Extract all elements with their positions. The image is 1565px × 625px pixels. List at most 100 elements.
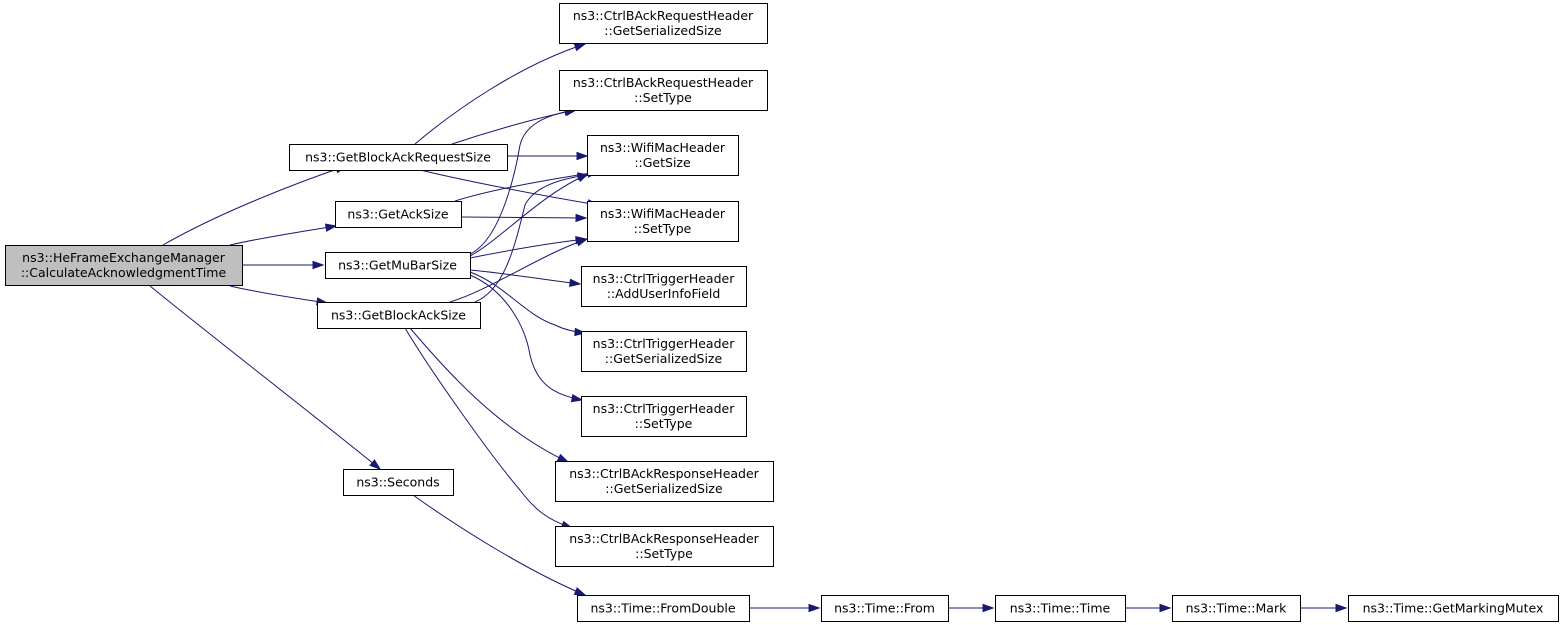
edge-line xyxy=(469,173,589,257)
node-getAckSize[interactable]: ns3::GetAckSize xyxy=(335,201,462,228)
node-box[interactable] xyxy=(587,201,739,242)
edge-getBlockAckSize-to-wifiGetSize xyxy=(474,172,590,303)
node-label: ns3::Time::From xyxy=(834,601,935,616)
node-label: ns3::Time::Mark xyxy=(1186,601,1287,616)
node-box[interactable] xyxy=(581,266,747,307)
node-label: ns3::Time::FromDouble xyxy=(590,601,735,616)
node-getMarkingMutex[interactable]: ns3::Time::GetMarkingMutex xyxy=(1348,595,1559,622)
node-label: ns3::Time::Time xyxy=(1010,601,1111,616)
edge-getMuBarSize-to-trigGetSerializedSize xyxy=(469,271,587,337)
arrowhead-icon xyxy=(569,278,582,287)
edge-getBlockAckRequestSize-to-wifiGetSize xyxy=(507,151,589,161)
node-label: ns3::WifiMacHeader xyxy=(600,206,726,221)
node-root[interactable]: ns3::HeFrameExchangeManager::CalculateAc… xyxy=(5,245,243,286)
node-label: ns3::GetMuBarSize xyxy=(338,258,457,273)
edge-getBlockAckSize-to-baGetSerializedSize xyxy=(409,327,570,463)
edge-getBlockAckSize-to-wifiSetType xyxy=(449,238,589,303)
edge-getMuBarSize-to-wifiGetSize xyxy=(469,173,590,257)
arrowhead-icon xyxy=(573,43,587,52)
node-label: ns3::CtrlBAckResponseHeader xyxy=(569,531,759,546)
arrowhead-icon xyxy=(556,453,570,463)
node-box[interactable] xyxy=(555,526,774,567)
node-trigSetType[interactable]: ns3::CtrlTriggerHeader::SetType xyxy=(581,396,747,437)
edge-line xyxy=(149,285,381,470)
node-box[interactable] xyxy=(289,144,508,171)
arrowhead-icon xyxy=(369,459,382,470)
edge-time-to-mark xyxy=(1125,603,1172,613)
edge-line xyxy=(469,109,576,255)
node-time[interactable]: ns3::Time::Time xyxy=(995,595,1126,622)
node-box[interactable] xyxy=(335,201,462,228)
arrowhead-icon xyxy=(570,393,584,403)
node-label: ns3::GetBlockAckRequestSize xyxy=(305,150,491,165)
node-box[interactable] xyxy=(581,331,747,372)
arrowhead-icon xyxy=(312,260,325,270)
node-baGetSerializedSize[interactable]: ns3::CtrlBAckResponseHeader::GetSerializ… xyxy=(555,461,774,502)
node-label: ns3::CtrlBAckRequestHeader xyxy=(573,75,754,90)
arrowhead-icon xyxy=(324,223,338,232)
arrowhead-icon xyxy=(576,151,589,161)
node-box[interactable] xyxy=(821,595,949,622)
node-box[interactable] xyxy=(555,461,774,502)
edge-line xyxy=(449,238,588,303)
node-box[interactable] xyxy=(317,302,481,329)
nodes-layer: ns3::HeFrameExchangeManager::CalculateAc… xyxy=(5,3,1559,622)
edge-root-to-getMuBarSize xyxy=(242,260,325,270)
arrowhead-icon xyxy=(577,172,590,181)
arrowhead-icon xyxy=(574,327,587,337)
node-getBlockAckSize[interactable]: ns3::GetBlockAckSize xyxy=(317,302,481,329)
edge-getMuBarSize-to-trigAddUserInfoField xyxy=(469,269,582,287)
edge-root-to-getAckSize xyxy=(229,223,338,246)
node-baSetType[interactable]: ns3::CtrlBAckResponseHeader::SetType xyxy=(555,526,774,567)
node-from[interactable]: ns3::Time::From xyxy=(821,595,949,622)
arrowhead-icon xyxy=(575,213,588,223)
edge-line xyxy=(469,274,583,401)
node-box[interactable] xyxy=(581,396,747,437)
node-wifiSetType[interactable]: ns3::WifiMacHeader::SetType xyxy=(587,201,739,242)
node-label: ::GetSize xyxy=(634,155,691,170)
node-label: ns3::CtrlBAckResponseHeader xyxy=(569,466,759,481)
edge-seconds-to-fromDouble xyxy=(412,494,587,596)
node-label: ::SetType xyxy=(634,90,692,105)
arrowhead-icon xyxy=(1159,603,1172,613)
arrowhead-icon xyxy=(982,603,995,613)
node-barSetType[interactable]: ns3::CtrlBAckRequestHeader::SetType xyxy=(559,70,768,111)
node-label: ns3::Time::GetMarkingMutex xyxy=(1363,601,1544,616)
node-barGetSerializedSize[interactable]: ns3::CtrlBAckRequestHeader::GetSerialize… xyxy=(559,3,768,44)
node-box[interactable] xyxy=(1348,595,1559,622)
edge-line xyxy=(162,165,347,246)
node-box[interactable] xyxy=(995,595,1126,622)
node-fromDouble[interactable]: ns3::Time::FromDouble xyxy=(577,595,750,622)
node-box[interactable] xyxy=(5,245,243,286)
node-seconds[interactable]: ns3::Seconds xyxy=(343,469,454,496)
edge-line xyxy=(229,285,328,304)
node-trigGetSerializedSize[interactable]: ns3::CtrlTriggerHeader::GetSerializedSiz… xyxy=(581,331,747,372)
edge-line xyxy=(414,43,586,145)
edge-line xyxy=(469,238,587,259)
node-wifiGetSize[interactable]: ns3::WifiMacHeader::GetSize xyxy=(587,135,739,176)
edge-getAckSize-to-wifiGetSize xyxy=(454,169,600,202)
node-box[interactable] xyxy=(343,469,454,496)
node-mark[interactable]: ns3::Time::Mark xyxy=(1172,595,1301,622)
edge-line xyxy=(409,327,569,463)
edge-line xyxy=(474,174,589,303)
node-box[interactable] xyxy=(587,135,739,176)
node-label: ::SetType xyxy=(635,546,693,561)
edge-root-to-getBlockAckSize xyxy=(229,285,329,306)
edge-root-to-getBlockAckRequestSize xyxy=(162,165,348,246)
node-trigAddUserInfoField[interactable]: ns3::CtrlTriggerHeader::AddUserInfoField xyxy=(581,266,747,307)
node-getMuBarSize[interactable]: ns3::GetMuBarSize xyxy=(325,252,471,279)
arrowhead-icon xyxy=(573,587,587,596)
edge-from-to-time xyxy=(948,603,995,613)
edge-mark-to-getMarkingMutex xyxy=(1300,603,1348,613)
node-box[interactable] xyxy=(1172,595,1301,622)
node-getBlockAckRequestSize[interactable]: ns3::GetBlockAckRequestSize xyxy=(289,144,508,171)
arrowhead-icon xyxy=(1335,603,1348,613)
node-label: ns3::HeFrameExchangeManager xyxy=(22,250,226,265)
node-label: ::SetType xyxy=(635,416,693,431)
node-box[interactable] xyxy=(577,595,750,622)
node-box[interactable] xyxy=(325,252,471,279)
node-box[interactable] xyxy=(559,70,768,111)
node-box[interactable] xyxy=(559,3,768,44)
